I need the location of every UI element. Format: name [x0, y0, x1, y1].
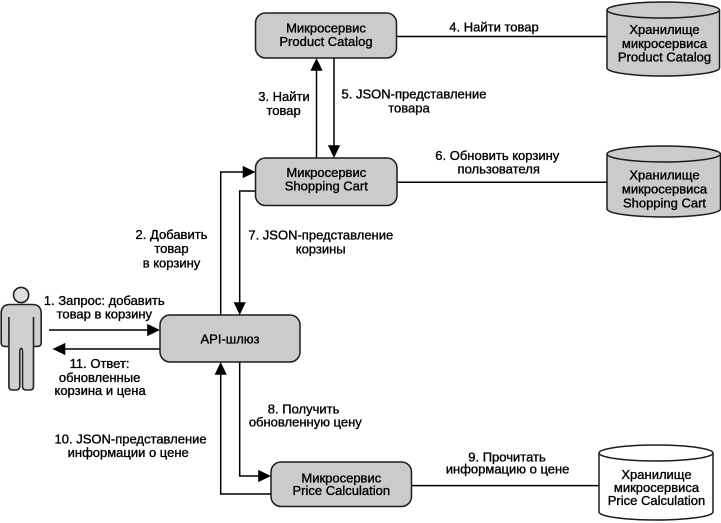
svg-text:товар в корзину: товар в корзину: [57, 307, 153, 322]
svg-text:в корзину: в корзину: [143, 256, 201, 271]
svg-text:Хранилище: Хранилище: [621, 467, 691, 482]
svg-text:товар: товар: [154, 241, 188, 256]
svg-text:API-шлюз: API-шлюз: [200, 332, 259, 347]
svg-text:Price Calculation: Price Calculation: [293, 483, 391, 498]
svg-text:11. Ответ:: 11. Ответ:: [70, 356, 130, 371]
svg-text:Price Calculation: Price Calculation: [608, 493, 706, 508]
svg-text:1. Запрос: добавить: 1. Запрос: добавить: [44, 293, 165, 308]
svg-text:товар: товар: [266, 103, 300, 118]
svg-text:7. JSON-представление: 7. JSON-представление: [248, 228, 393, 243]
svg-text:8. Получить: 8. Получить: [268, 401, 340, 416]
svg-text:корзины: корзины: [296, 242, 346, 257]
svg-text:корзина и цена: корзина и цена: [54, 383, 146, 398]
svg-text:Хранилище: Хранилище: [629, 167, 699, 182]
svg-text:Product Catalog: Product Catalog: [279, 34, 372, 49]
svg-text:Хранилище: Хранилище: [629, 22, 699, 37]
svg-text:3. Найти: 3. Найти: [258, 89, 310, 104]
svg-text:Микросервис: Микросервис: [286, 20, 366, 35]
svg-text:обновленные: обновленные: [59, 370, 140, 385]
svg-text:9. Прочитать: 9. Прочитать: [468, 450, 546, 465]
svg-text:микросервиса: микросервиса: [614, 480, 700, 495]
svg-text:6. Обновить корзину: 6. Обновить корзину: [435, 148, 559, 163]
svg-text:5. JSON-представление: 5. JSON-представление: [342, 87, 487, 102]
svg-text:товара: товара: [388, 101, 430, 116]
svg-text:2. Добавить: 2. Добавить: [136, 227, 208, 242]
svg-text:информацию о цене: информацию о цене: [446, 462, 570, 477]
svg-text:микросервиса: микросервиса: [622, 181, 708, 196]
svg-text:пользователя: пользователя: [458, 162, 540, 177]
svg-text:10. JSON-представление: 10. JSON-представление: [55, 431, 207, 446]
svg-text:Shopping Cart: Shopping Cart: [623, 195, 706, 210]
svg-text:Микросервис: Микросервис: [301, 470, 381, 485]
svg-text:информации о цене: информации о цене: [68, 445, 189, 460]
svg-text:Product Catalog: Product Catalog: [618, 49, 711, 64]
svg-text:4. Найти товар: 4. Найти товар: [449, 19, 538, 34]
svg-text:обновленную цену: обновленную цену: [249, 414, 362, 429]
svg-text:Микросервис: Микросервис: [286, 165, 366, 180]
svg-text:микросервиса: микросервиса: [622, 36, 708, 51]
svg-text:Shopping Cart: Shopping Cart: [285, 179, 368, 194]
